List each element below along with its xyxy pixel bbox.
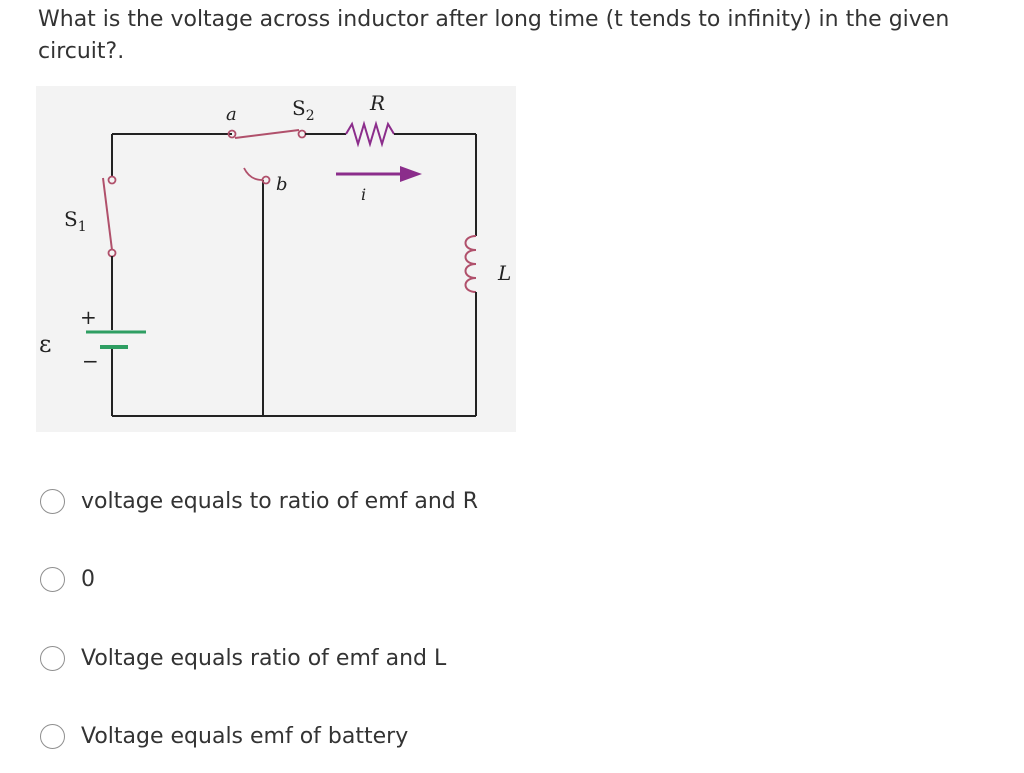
option-voltage-emf-over-l[interactable]: Voltage equals ratio of emf and L [40,641,446,675]
resistor-zigzag [345,120,395,148]
label-minus: − [82,349,99,373]
option-voltage-emf[interactable]: Voltage equals emf of battery [40,719,408,753]
radio-button[interactable] [40,566,65,592]
label-a: a [226,104,237,125]
label-l: L [497,261,511,285]
s2-terminal-common [297,129,307,139]
s2-blade [234,129,300,139]
s1-bottom-terminal [107,248,117,258]
circuit-diagram: a S2 R b i S1 L + − ε [36,86,516,432]
label-s1: S1 [64,207,87,235]
option-label: voltage equals to ratio of emf and R [81,488,479,514]
label-emf: ε [39,330,51,358]
s2-terminal-b [261,175,271,185]
radio-button[interactable] [40,723,65,749]
circuit-svg: a S2 R b i S1 L + − ε [39,91,511,417]
option-label: Voltage equals emf of battery [81,723,409,749]
label-r: R [369,91,385,115]
label-i: i [361,185,366,204]
radio-button[interactable] [40,645,65,671]
question-text: What is the voltage across inductor afte… [38,7,950,64]
label-b: b [276,174,288,195]
radio-button[interactable] [40,488,65,514]
s1-top-terminal [107,175,117,185]
inductor-coil [464,235,477,293]
s2-terminal-a [227,129,237,139]
label-s2: S2 [292,96,315,124]
current-arrow-head [400,166,422,182]
label-plus: + [80,305,97,329]
option-voltage-emf-over-r[interactable]: voltage equals to ratio of emf and R [40,484,478,518]
s2-b-hook [243,167,263,181]
s1-blade [102,177,113,251]
option-label: Voltage equals ratio of emf and L [81,645,447,671]
option-zero[interactable]: 0 [40,562,95,596]
option-label: 0 [81,566,95,592]
